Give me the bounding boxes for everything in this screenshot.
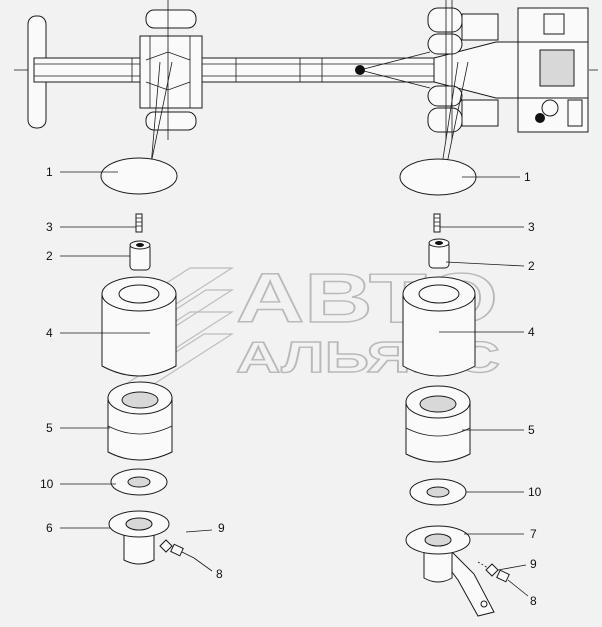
callouts-left: 1 3 2 4 5 10 6 9 8 <box>40 165 225 581</box>
right-assembly <box>399 158 510 617</box>
right-part-4-cushion <box>402 276 476 377</box>
callout-left-4: 4 <box>46 326 53 340</box>
left-part-9-8-bolt <box>159 539 195 559</box>
mount-point-left <box>355 65 365 75</box>
callout-right-2: 2 <box>528 259 535 273</box>
callout-right-8: 8 <box>530 594 537 608</box>
callouts-right: 1 3 2 4 5 10 7 9 8 <box>524 170 542 608</box>
left-part-4-cushion <box>101 276 177 377</box>
callout-left-1: 1 <box>46 165 53 179</box>
left-assembly <box>100 157 195 565</box>
left-part-5-cushion <box>107 381 173 461</box>
mount-point-right <box>535 113 545 123</box>
left-part-6-support <box>108 510 170 565</box>
callout-left-10: 10 <box>40 477 54 491</box>
callout-left-6: 6 <box>46 521 53 535</box>
left-part-10-washer <box>110 468 168 496</box>
right-part-2-sleeve <box>428 238 450 269</box>
right-part-3-bolt <box>433 213 441 233</box>
callout-right-5: 5 <box>528 423 535 437</box>
callout-right-1: 1 <box>524 170 531 184</box>
callout-right-3: 3 <box>528 220 535 234</box>
callout-right-4: 4 <box>528 325 535 339</box>
callout-right-7: 7 <box>530 527 537 541</box>
left-part-1-cover <box>100 157 178 195</box>
left-part-3-bolt <box>135 213 143 233</box>
callout-left-3: 3 <box>46 220 53 234</box>
right-part-7-bracket <box>405 525 495 617</box>
callout-left-9: 9 <box>218 521 225 535</box>
right-part-10-washer <box>409 478 467 506</box>
right-part-5-cushion <box>405 385 471 463</box>
callout-left-5: 5 <box>46 421 53 435</box>
callout-right-9: 9 <box>530 557 537 571</box>
chassis-top-view <box>14 0 598 179</box>
callout-right-10: 10 <box>528 485 542 499</box>
left-part-2-sleeve <box>129 240 151 271</box>
callout-left-2: 2 <box>46 249 53 263</box>
callout-left-8: 8 <box>216 567 223 581</box>
right-part-9-8-bolt <box>477 561 510 583</box>
leader-lines <box>60 171 529 597</box>
